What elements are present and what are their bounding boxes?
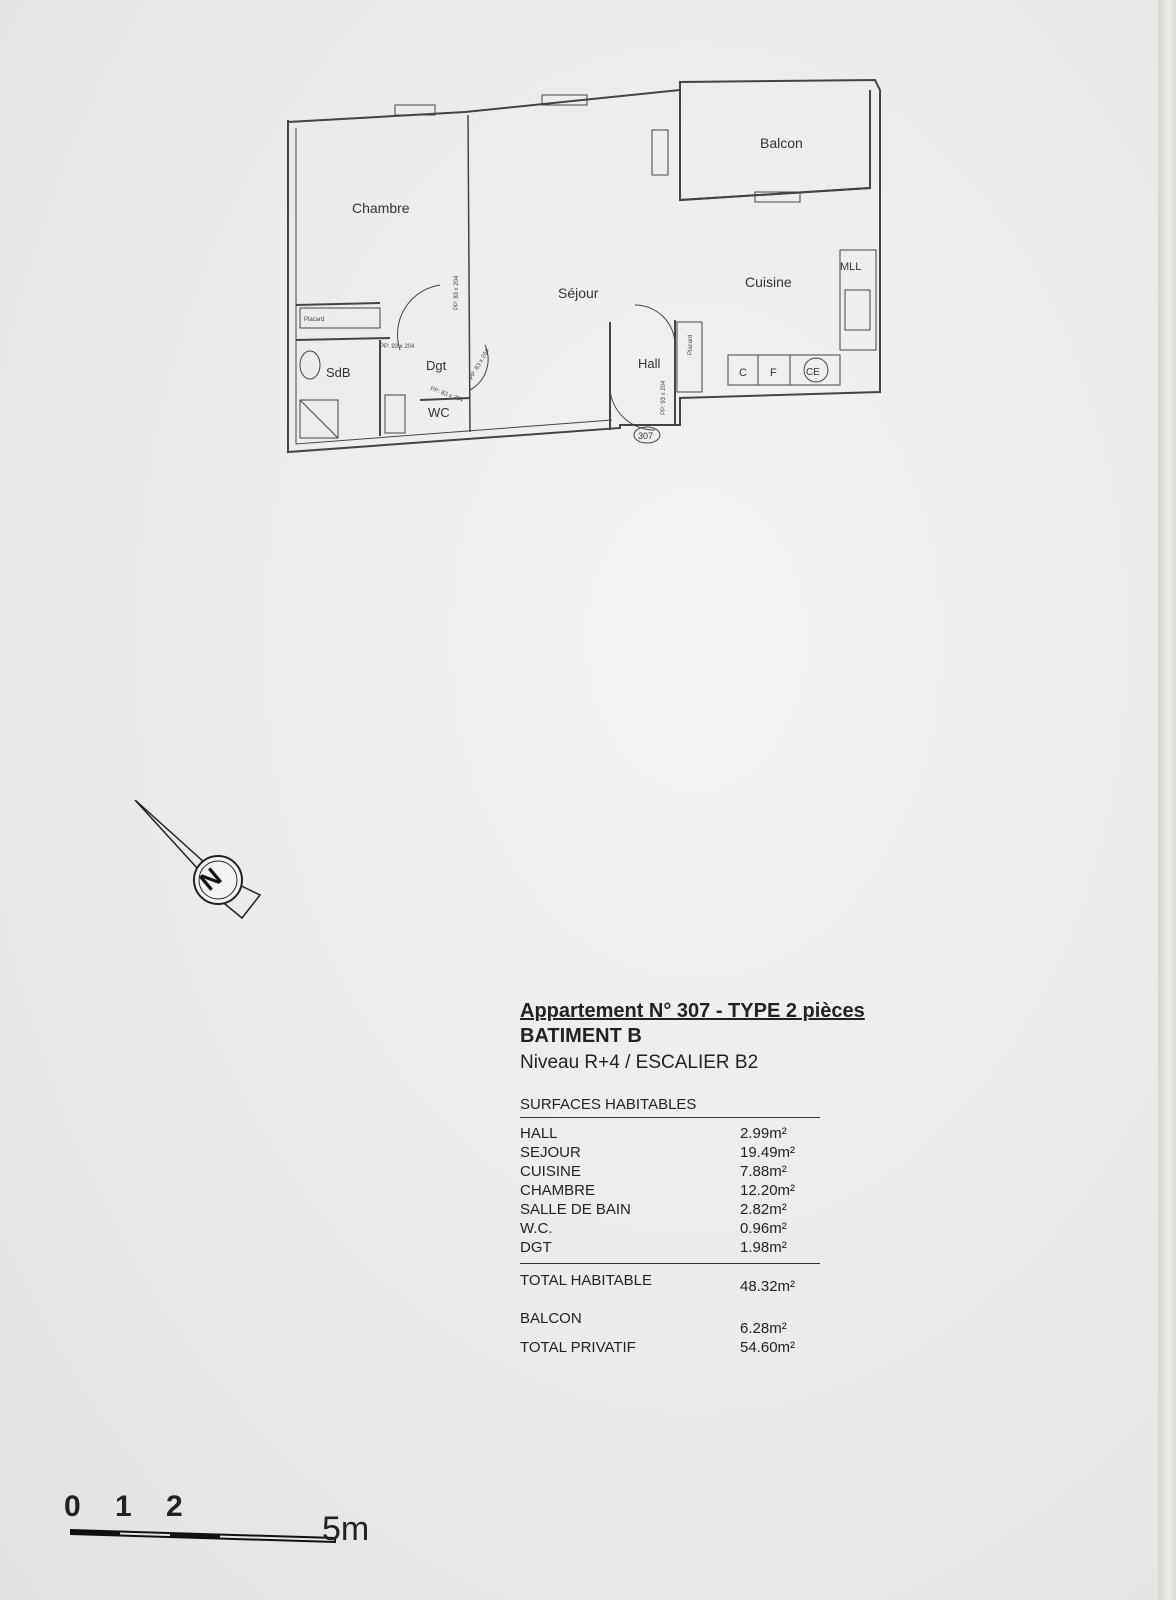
partition-chambre xyxy=(467,114,471,433)
door-swing-sejour xyxy=(469,344,489,391)
placard-wall xyxy=(295,302,381,306)
mll-column xyxy=(839,249,877,351)
label-placard-left: Placard xyxy=(304,317,324,323)
surface-label: CUISINE xyxy=(520,1163,581,1180)
room-sdb: SdB xyxy=(326,365,351,380)
window-chambre xyxy=(394,104,436,116)
surface-row: CHAMBRE 12.20m² xyxy=(520,1181,820,1200)
wc-wall xyxy=(419,397,471,401)
level-label: Niveau R+4 / ESCALIER B2 xyxy=(520,1052,759,1073)
surface-value: 0.96m² xyxy=(740,1220,787,1237)
window-cuisine xyxy=(754,191,801,203)
door-note-5: PP: 93 x 204 xyxy=(661,380,667,415)
balcon-sill xyxy=(679,187,871,201)
room-chambre: Chambre xyxy=(352,200,410,216)
floor-plan-drawing: Chambre Séjour Balcon Cuisine MLL SdB Dg… xyxy=(287,78,881,454)
label-c: C xyxy=(739,367,747,379)
placard-box xyxy=(299,307,381,329)
apartment-title: Appartement N° 307 - TYPE 2 pièces xyxy=(520,1000,865,1022)
surfaces-list: HALL 2.99m² SEJOUR 19.49m² CUISINE 7.88m² C… xyxy=(520,1124,820,1257)
total-privatif-value: 54.60m² xyxy=(740,1339,796,1356)
surface-value: 7.88m² xyxy=(740,1163,787,1180)
surfaces-header: SURFACES HABITABLES xyxy=(520,1096,820,1118)
shower-tray xyxy=(299,399,339,439)
total-habitable-row: TOTAL HABITABLE 48.32m² xyxy=(520,1272,820,1295)
total-divider xyxy=(520,1263,820,1264)
wc-box xyxy=(384,394,406,434)
hall-placard xyxy=(676,321,703,393)
surface-row: W.C. 0.96m² xyxy=(520,1219,820,1238)
room-wc: WC xyxy=(428,405,450,420)
building-label: BATIMENT B xyxy=(520,1025,642,1047)
floor-plan: Chambre Séjour Balcon Cuisine MLL SdB Dg… xyxy=(280,60,900,480)
door-note-1: PP: 83 x 204 xyxy=(454,275,460,310)
surface-value: 1.98m² xyxy=(740,1239,787,1256)
room-balcon: Balcon xyxy=(760,135,803,151)
total-privatif-label: TOTAL PRIVATIF xyxy=(520,1339,636,1356)
apt-number-circle xyxy=(633,426,661,444)
surface-value: 19.49m² xyxy=(740,1144,796,1161)
surface-row: SALLE DE BAIN 2.82m² xyxy=(520,1200,820,1219)
label-ce: CE xyxy=(806,367,820,378)
room-cuisine: Cuisine xyxy=(745,274,792,290)
label-f: F xyxy=(770,367,777,379)
total-habitable-value: 48.32m² xyxy=(740,1278,796,1295)
surface-value: 12.20m² xyxy=(740,1182,796,1199)
surface-row: CUISINE 7.88m² xyxy=(520,1162,820,1181)
surface-value: 2.82m² xyxy=(740,1201,787,1218)
surface-row: DGT 1.98m² xyxy=(520,1238,820,1257)
apartment-info: Appartement N° 307 - TYPE 2 pièces BATIM… xyxy=(520,1000,940,1357)
scale-bar-graphic xyxy=(70,1528,336,1544)
door-swing-chambre xyxy=(397,284,441,351)
window-sejour xyxy=(541,94,588,106)
surface-row: HALL 2.99m² xyxy=(520,1124,820,1143)
surface-label: SEJOUR xyxy=(520,1144,581,1161)
sink-icon xyxy=(299,350,321,380)
paper-edge xyxy=(1158,0,1176,1600)
outer-wall-inner xyxy=(295,128,613,445)
scale-mark-0: 0 xyxy=(64,1490,81,1523)
door-note-2: PP: 93 x 204 xyxy=(380,344,415,350)
total-habitable-label: TOTAL HABITABLE xyxy=(520,1272,652,1289)
private-surfaces: BALCON 6.28m² TOTAL PRIVATIF 54.60m² xyxy=(520,1309,820,1357)
ce-circle xyxy=(803,357,829,383)
total-privatif-row: TOTAL PRIVATIF 54.60m² xyxy=(520,1338,820,1357)
balcon-row: BALCON 6.28m² xyxy=(520,1309,820,1338)
surface-label: CHAMBRE xyxy=(520,1182,596,1199)
scale-mark-1: 1 xyxy=(115,1490,132,1523)
shower-diagonal xyxy=(299,399,339,439)
north-arrow-icon: N xyxy=(130,799,280,930)
door-swing-entry xyxy=(609,389,656,431)
kitchen-counter xyxy=(727,354,841,386)
room-sejour: Séjour xyxy=(558,285,599,301)
scale-bar: 0 1 2 5m xyxy=(60,1490,400,1550)
label-apt-number: 307 xyxy=(638,431,653,441)
window-balcon xyxy=(651,129,669,176)
surface-label: W.C. xyxy=(520,1220,553,1237)
label-placard-hall: Placard xyxy=(688,335,694,355)
room-hall: Hall xyxy=(638,356,661,371)
scale-unit-label: 5m xyxy=(322,1510,370,1548)
scale-mark-2: 2 xyxy=(166,1490,183,1523)
surface-label: DGT xyxy=(520,1239,552,1256)
balcon-label: BALCON xyxy=(520,1310,582,1327)
room-mll: MLL xyxy=(840,261,861,273)
balcon-value: 6.28m² xyxy=(740,1320,787,1337)
surface-label: SALLE DE BAIN xyxy=(520,1201,631,1218)
door-swing-hall xyxy=(634,304,676,346)
room-dgt: Dgt xyxy=(426,358,447,373)
sink-unit xyxy=(844,289,871,331)
surface-label: HALL xyxy=(520,1125,558,1142)
surface-value: 2.99m² xyxy=(740,1125,787,1142)
outer-wall xyxy=(287,78,881,454)
sdb-wall-top xyxy=(295,337,391,341)
door-note-4: PP: 83 x 204 xyxy=(429,386,464,404)
surface-row: SEJOUR 19.49m² xyxy=(520,1143,820,1162)
